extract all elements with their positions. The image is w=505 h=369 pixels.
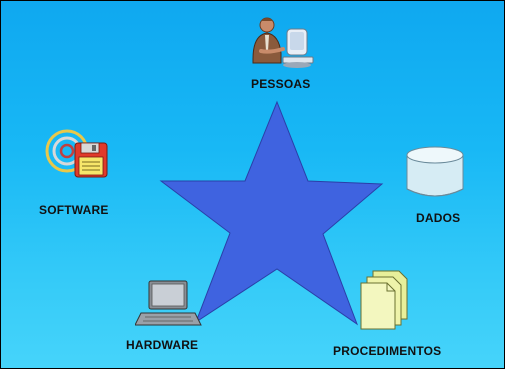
person-at-computer-icon [252,17,314,68]
database-cylinder-icon [406,146,464,197]
node-label-procedimentos: PROCEDIMENTOS [333,344,442,358]
node-label-hardware: HARDWARE [126,338,199,352]
node-dados: DADOS [401,141,481,231]
laptop-icon [135,280,202,326]
node-label-software: SOFTWARE [39,203,109,217]
node-hardware: HARDWARE [119,275,229,360]
node-label-pessoas: PESSOAS [251,77,311,91]
floppy-disk-icon [45,129,108,178]
document-stack-icon [360,270,408,330]
node-procedimentos: PROCEDIMENTOS [331,267,481,359]
node-pessoas: PESSOAS [239,13,319,91]
node-label-dados: DADOS [416,211,461,225]
node-software: SOFTWARE [33,129,143,219]
